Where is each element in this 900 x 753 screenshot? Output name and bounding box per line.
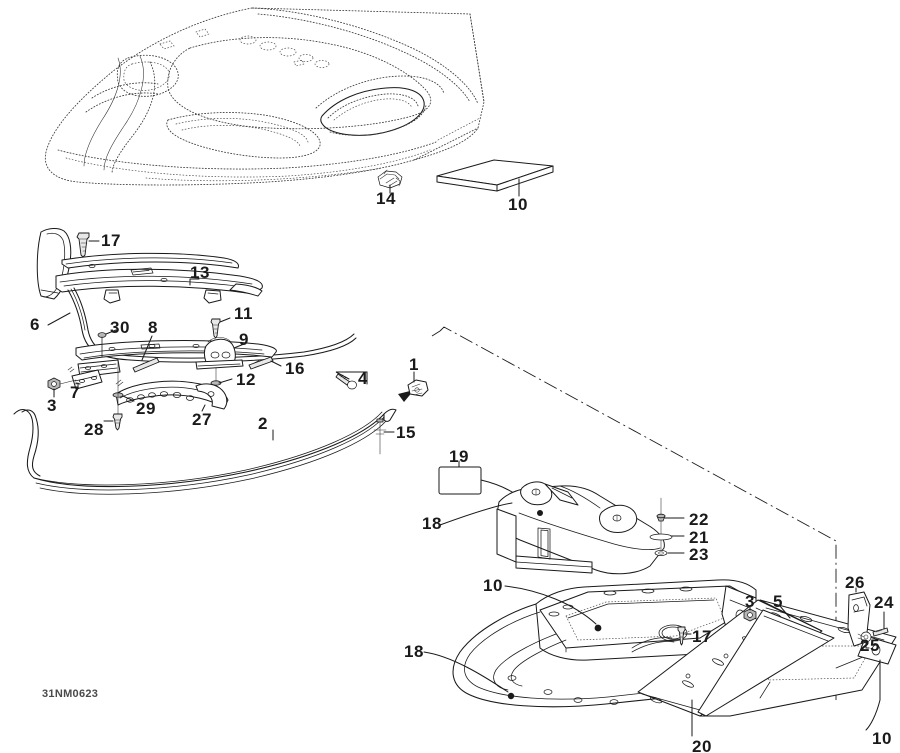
part-24-pin — [872, 611, 889, 637]
part-17-upper-screw — [76, 232, 100, 258]
callout-9: 9 — [239, 330, 249, 349]
callout-22: 22 — [689, 510, 709, 529]
part-3-nut-lower — [743, 605, 757, 622]
part-6-upper-rail — [47, 287, 357, 363]
part-28-screw — [103, 413, 123, 431]
part-17-lower-screw — [677, 626, 692, 646]
callout-1: 1 — [409, 355, 419, 374]
callout-7: 7 — [70, 383, 80, 402]
part-1-bracket — [398, 371, 429, 402]
part-21-washer — [649, 520, 685, 541]
callout-10-console: 10 — [483, 576, 503, 595]
callout-10-floor: 10 — [872, 729, 892, 748]
callout-10-pad: 10 — [508, 195, 528, 214]
callout-28: 28 — [84, 420, 104, 439]
callout-8: 8 — [148, 318, 158, 337]
part-10-flat-pad — [436, 159, 554, 197]
part-4-screw — [335, 371, 368, 390]
callout-3-upper: 3 — [47, 396, 57, 415]
callout-20: 20 — [692, 737, 712, 753]
callout-6: 6 — [30, 315, 40, 334]
callout-30: 30 — [110, 318, 130, 337]
part-19-label-plate — [438, 460, 519, 497]
callout-24: 24 — [874, 593, 894, 612]
callout-3-lower: 3 — [745, 592, 755, 611]
callout-18-upper: 18 — [422, 514, 442, 533]
callout-25: 25 — [860, 636, 880, 655]
floor-pan-assembly — [423, 579, 897, 737]
part-12-bolt — [210, 367, 233, 386]
part-2-bumper-rail — [13, 408, 397, 495]
callout-2: 2 — [258, 414, 268, 433]
part-22-screw — [656, 497, 685, 522]
callout-29: 29 — [136, 399, 156, 418]
part-7-bracket — [47, 366, 124, 398]
callout-17-upper: 17 — [101, 231, 121, 250]
part-14-clip — [377, 169, 403, 194]
drawing-code-watermark: 31NM0623 — [42, 688, 99, 700]
part-23-nut — [654, 539, 685, 556]
part-27-lower-bracket — [103, 359, 229, 431]
part-9-latch-housing — [195, 317, 282, 386]
callout-19: 19 — [449, 447, 469, 466]
callout-18-lower: 18 — [404, 642, 424, 661]
part-13-front-frame — [36, 228, 263, 304]
callout-27: 27 — [192, 410, 212, 429]
callout-16: 16 — [285, 359, 305, 378]
part-16-pin — [248, 356, 282, 370]
callout-21: 21 — [689, 528, 709, 547]
callout-5: 5 — [773, 592, 783, 611]
hood-assembly-phantom — [44, 7, 485, 186]
callout-15: 15 — [396, 423, 416, 442]
callout-11: 11 — [234, 304, 253, 323]
part-11-screw — [210, 317, 231, 339]
callout-12: 12 — [236, 370, 256, 389]
part-15-rivet — [373, 417, 395, 455]
callout-26: 26 — [845, 573, 865, 592]
part-18-console-support — [439, 481, 665, 575]
callout-4: 4 — [358, 369, 368, 388]
callout-23: 23 — [689, 545, 709, 564]
callout-13: 13 — [190, 263, 210, 282]
part-3-nut-upper — [47, 377, 61, 398]
part-25-bolt — [857, 631, 872, 649]
callout-17-lower: 17 — [692, 627, 712, 646]
callout-14: 14 — [376, 189, 396, 208]
